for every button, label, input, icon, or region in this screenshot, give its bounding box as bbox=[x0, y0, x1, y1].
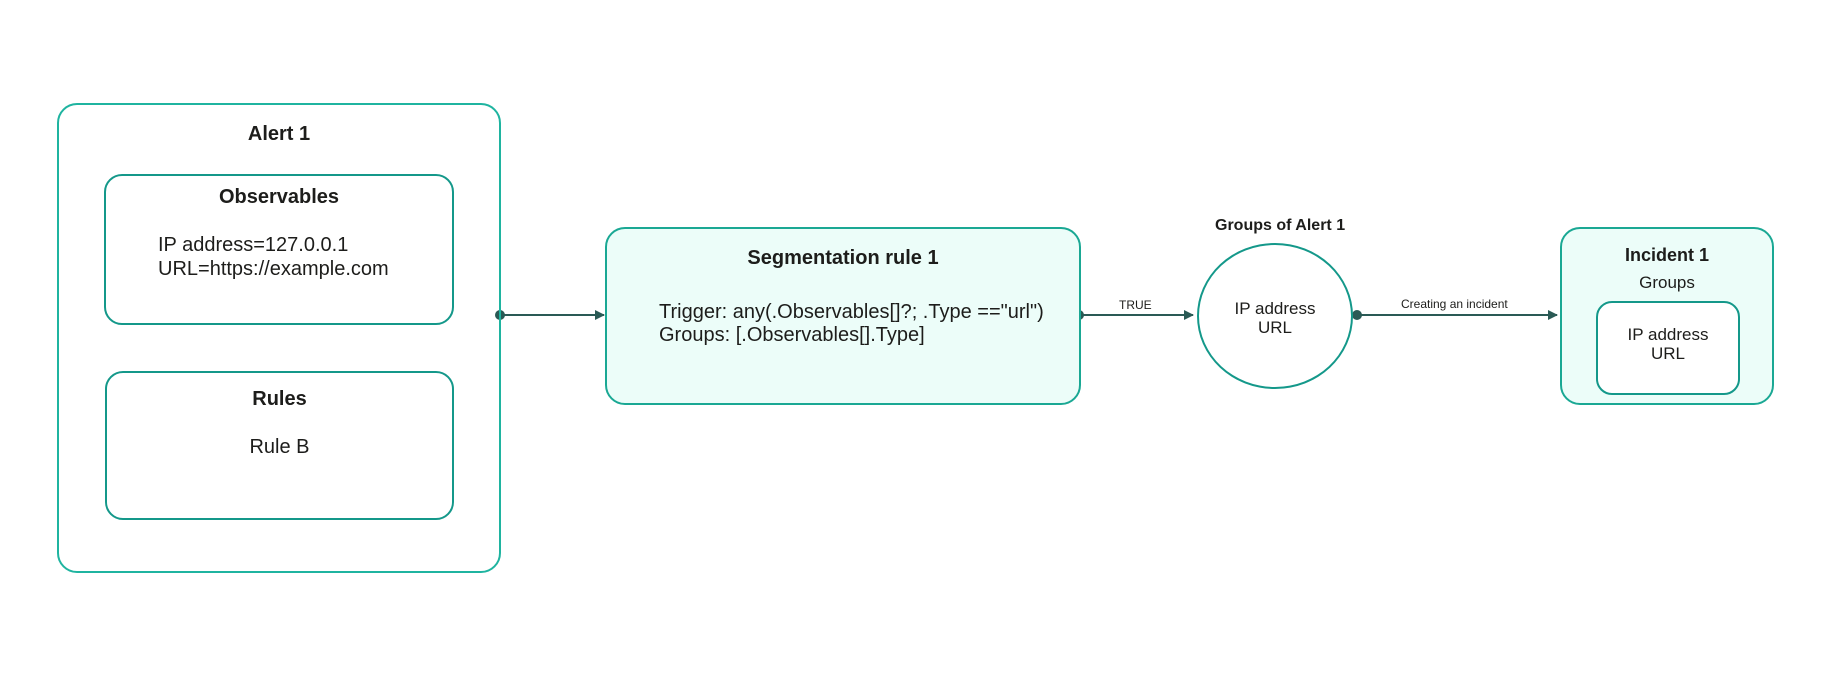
incident-group-url: URL bbox=[1650, 344, 1685, 363]
edge-start-dot bbox=[1352, 310, 1362, 320]
rule-item: Rule B bbox=[249, 436, 310, 458]
segmentation-groups: Groups: [.Observables[].Type] bbox=[659, 324, 925, 346]
segmentation-trigger: Trigger: any(.Observables[]?; .Type =="u… bbox=[659, 301, 1044, 323]
rules-title: Rules bbox=[252, 388, 307, 410]
incident-title: Incident 1 bbox=[1624, 245, 1709, 265]
groups-node-url: URL bbox=[1257, 318, 1292, 337]
observable-ip: IP address=127.0.0.1 bbox=[158, 234, 349, 256]
observables-title: Observables bbox=[218, 186, 340, 208]
groups-node-circle: IP address URL bbox=[1197, 243, 1353, 389]
observables-box: Observables IP address=127.0.0.1 URL=htt… bbox=[104, 174, 454, 325]
groups-node-ip: IP address bbox=[1234, 299, 1316, 318]
edge-label-creating-incident: Creating an incident bbox=[1401, 297, 1508, 311]
alert-title: Alert 1 bbox=[247, 123, 311, 145]
edge-label-true: TRUE bbox=[1119, 298, 1152, 312]
incident-box: Incident 1 Groups IP address URL bbox=[1560, 227, 1774, 405]
incident-groups-box: IP address URL bbox=[1596, 301, 1740, 395]
alert-box: Alert 1 Observables IP address=127.0.0.1… bbox=[57, 103, 501, 573]
observable-url: URL=https://example.com bbox=[158, 258, 389, 280]
segmentation-rule-box: Segmentation rule 1 Trigger: any(.Observ… bbox=[605, 227, 1081, 405]
groups-node-title: Groups of Alert 1 bbox=[1215, 217, 1346, 234]
rules-box: Rules Rule B bbox=[105, 371, 454, 520]
incident-group-ip: IP address bbox=[1627, 325, 1709, 344]
incident-groups-label: Groups bbox=[1639, 273, 1695, 292]
segmentation-title: Segmentation rule 1 bbox=[747, 247, 939, 269]
